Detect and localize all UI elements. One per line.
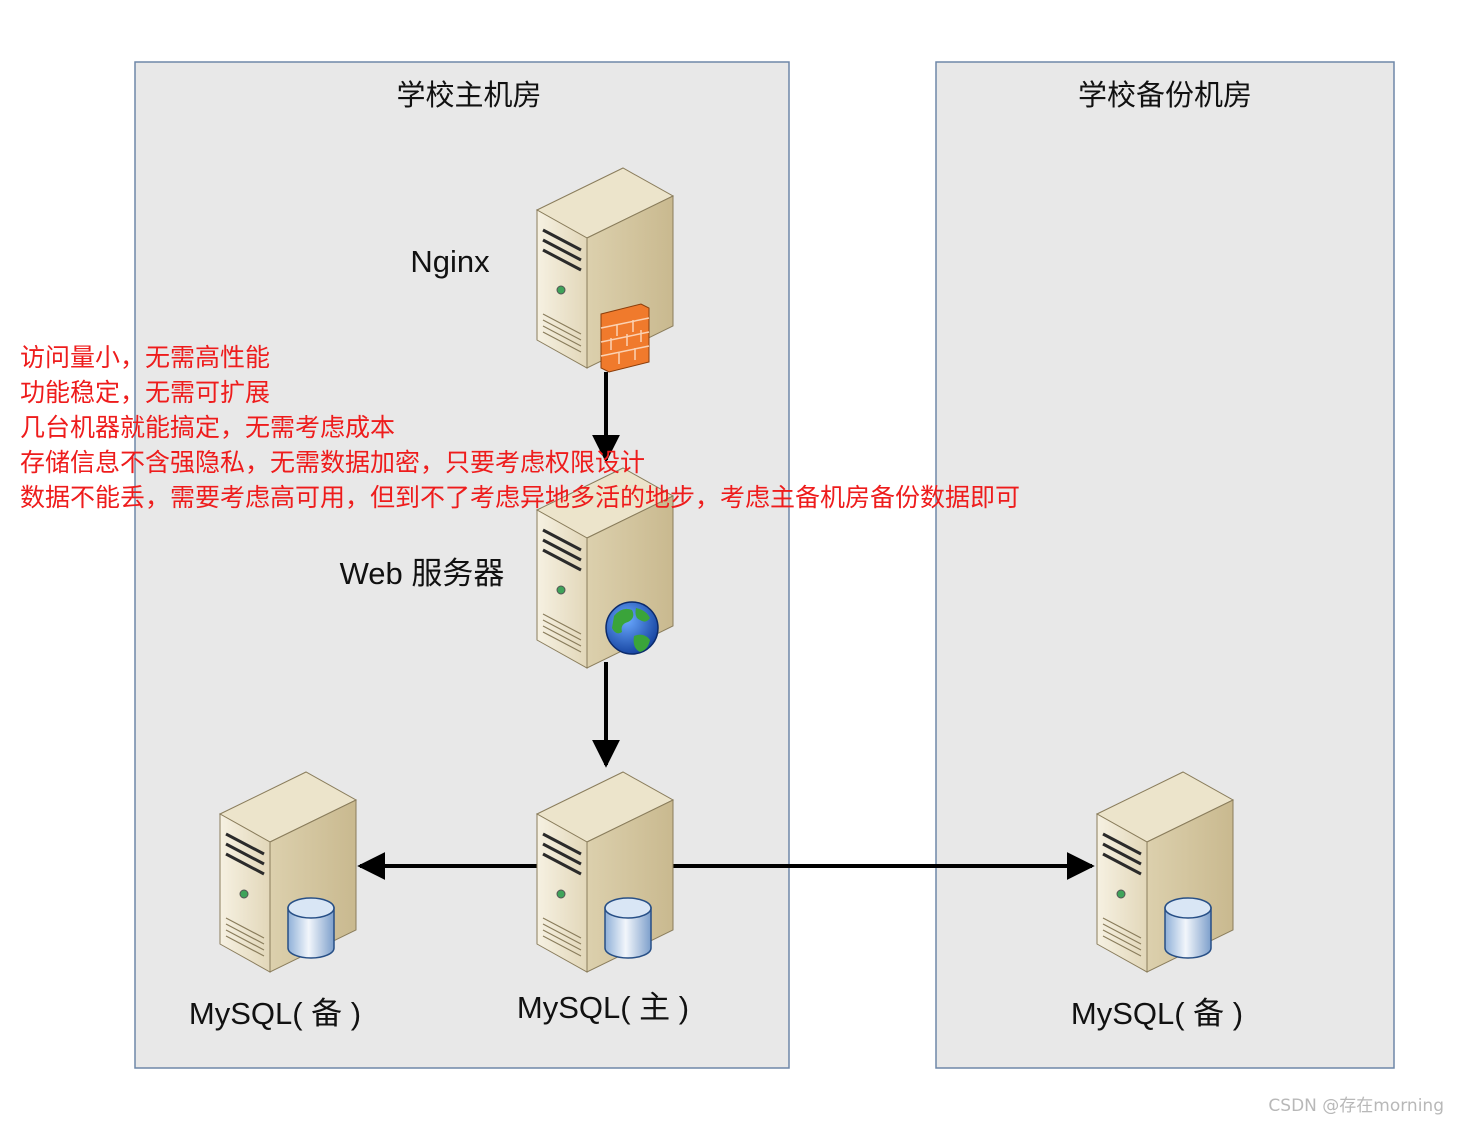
mysql-master-server	[535, 771, 675, 973]
database-icon	[604, 897, 652, 959]
mysql-local-replica-label: MySQL( 备 )	[189, 996, 361, 1031]
backup-zone-title: 学校备份机房	[1078, 78, 1252, 112]
web-label: Web 服务器	[340, 556, 505, 591]
primary-zone-title: 学校主机房	[396, 78, 541, 112]
database-icon	[1164, 897, 1212, 959]
mysql-remote-replica-server	[1095, 771, 1235, 973]
watermark: CSDN @存在morning	[1268, 1096, 1444, 1116]
note-line: 几台机器就能搞定，无需考虑成本	[20, 413, 395, 442]
note-line: 功能稳定，无需可扩展	[20, 378, 270, 407]
note-line: 访问量小，无需高性能	[20, 343, 270, 372]
note-line: 存储信息不含强隐私，无需数据加密，只要考虑权限设计	[20, 448, 645, 477]
mysql-remote-replica-label: MySQL( 备 )	[1071, 996, 1243, 1031]
requirements-note: 访问量小，无需高性能 功能稳定，无需可扩展 几台机器就能搞定，无需考虑成本 存储…	[20, 343, 1020, 512]
web-server	[535, 467, 675, 669]
database-icon	[287, 897, 335, 959]
nginx-server	[535, 167, 675, 373]
globe-icon	[605, 601, 659, 655]
edges	[357, 372, 1095, 880]
mysql-local-replica-server	[218, 771, 358, 973]
nginx-label: Nginx	[410, 244, 490, 279]
note-line: 数据不能丢，需要考虑高可用，但到不了考虑异地多活的地步，考虑主备机房备份数据即可	[20, 483, 1020, 512]
firewall-icon	[600, 303, 650, 373]
mysql-master-label: MySQL( 主 )	[517, 990, 689, 1025]
